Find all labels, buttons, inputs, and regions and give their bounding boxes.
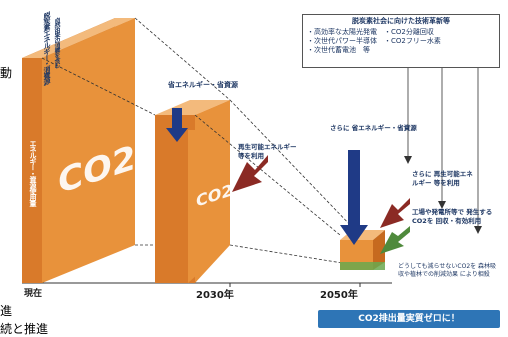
- tech-box-line: ・次世代蓄電池 等: [307, 46, 370, 54]
- block-2030-face: [188, 130, 230, 283]
- arrow-energy-saving-2030: [166, 108, 188, 142]
- block-2030-left: [155, 115, 195, 283]
- main-block-left-face: [22, 58, 42, 283]
- main-block-top-label-1: 脱炭素エネルギー・消費源: [43, 10, 51, 86]
- label-2050-offset: どうしても減らせないCO2を 森林吸収や植林での削減効果 により相殺: [398, 263, 497, 278]
- block-2050-side: [373, 230, 385, 270]
- tech-box-line: ・高効率な太陽光発電 ・CO2分離回収: [307, 28, 434, 36]
- main-block-top: [22, 18, 135, 58]
- guide-line: [134, 17, 231, 101]
- tech-box-title: 脱炭素社会に向けた技術革新等: [352, 17, 450, 25]
- tech-innovation-box: 脱炭素社会に向けた技術革新等 ・高効率な太陽光発電 ・CO2分離回収 ・次世代パ…: [302, 14, 500, 68]
- label-2050-capture: 工場や発電所等で 発生するCO2を 回収・有効利用: [412, 208, 493, 225]
- label-2050-more-saving: さらに 省エネルギー・省資源: [330, 124, 417, 132]
- guide-line: [41, 57, 156, 116]
- guide-line: [229, 244, 356, 266]
- x-label-2030: 2030年: [196, 290, 234, 301]
- label-2050-more-renewable: さらに 再生可能エネルギー 等を利用: [412, 170, 473, 187]
- forest-offset-strip: [340, 262, 385, 270]
- connector-arrowhead: [474, 226, 482, 234]
- guide-line: [229, 99, 356, 231]
- arrow-renewable-2050: [380, 198, 410, 228]
- main-block-side-label: エネルギー・資源使用量: [29, 140, 37, 206]
- main-block-front: [42, 18, 135, 283]
- label-2030-renewable: 再生可能エネルギー 等を利用: [238, 143, 297, 160]
- connector-arrowhead: [404, 156, 412, 164]
- edge-fragment: 続と推進: [0, 322, 49, 336]
- tech-box-line: ・次世代パワー半導体 ・CO2フリー水素: [307, 37, 441, 45]
- arrow-renewable-2030: [232, 155, 268, 192]
- x-label-present: 現在: [24, 289, 43, 299]
- connector-arrowhead: [438, 201, 446, 209]
- arrow-energy-saving-2050: [340, 150, 368, 245]
- guide-line: [194, 114, 341, 236]
- main-block-top-label-2: 自然由来の消費を含む: [53, 16, 60, 70]
- arrow-capture-2050: [380, 226, 410, 254]
- edge-fragment: 進: [0, 304, 13, 318]
- label-2030-energy-saving: 省エネルギー・省資源: [168, 81, 238, 89]
- x-label-2050: 2050年: [320, 290, 358, 301]
- edge-fragment: 動: [0, 66, 13, 80]
- net-zero-badge: CO2排出量実質ゼロに！: [318, 310, 500, 328]
